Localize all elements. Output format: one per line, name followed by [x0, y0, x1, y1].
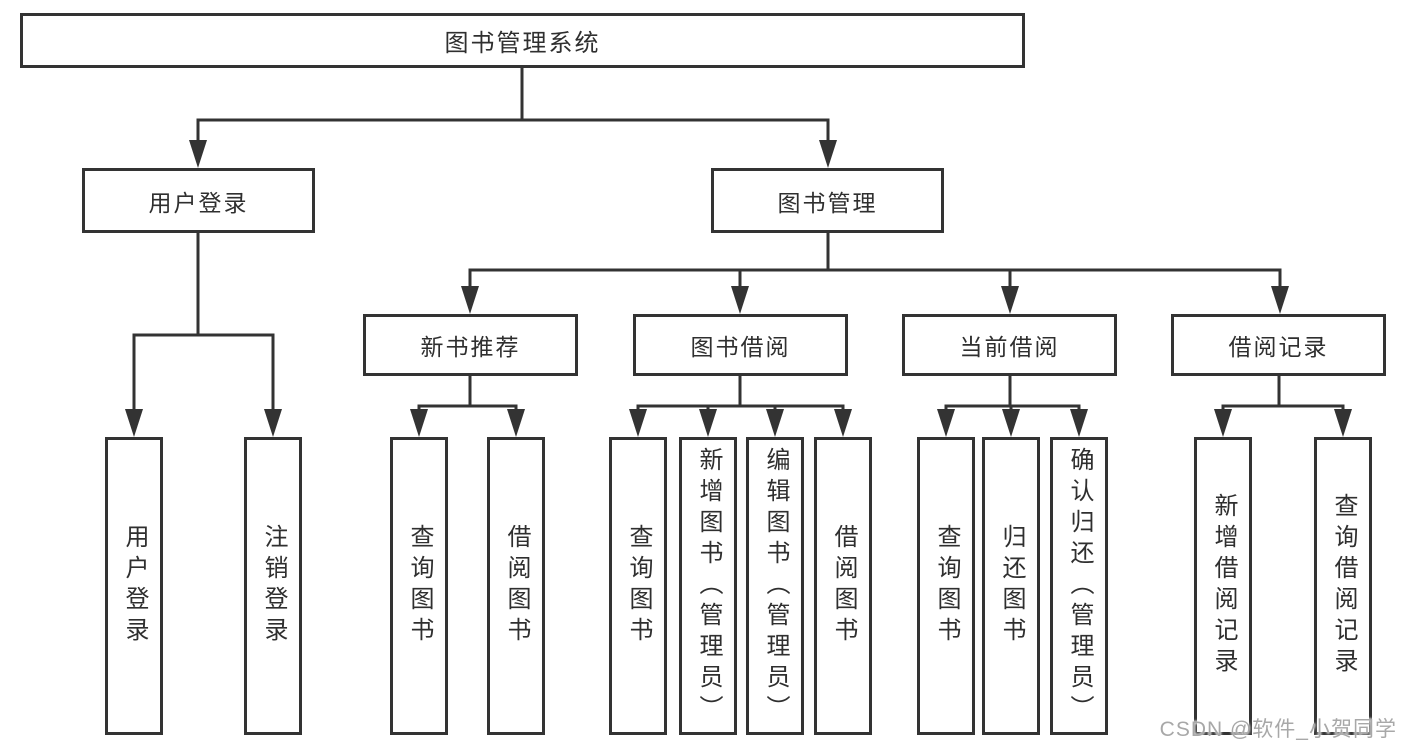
csdn-watermark: CSDN @软件_小贺同学 — [1159, 718, 1397, 741]
arrow-down-icon — [1214, 409, 1232, 437]
node-leaf-query-books-3: 查询图书 — [917, 437, 975, 735]
node-leaf-add-borrow-record: 新增借阅记录 — [1194, 437, 1252, 735]
node-leaf-query-borrow-record: 查询借阅记录 — [1314, 437, 1372, 735]
node-leaf-query-books-2: 查询图书 — [609, 437, 667, 735]
arrow-down-icon — [937, 409, 955, 437]
node-leaf-confirm-return-admin: 确认归还（管理员） — [1050, 437, 1108, 735]
arrow-down-icon — [834, 409, 852, 437]
connector-book-management-sections — [461, 231, 1289, 314]
leaf-label: 归还图书 — [998, 524, 1025, 648]
arrow-down-icon — [819, 140, 837, 168]
node-leaf-borrow-books-1: 借阅图书 — [487, 437, 545, 735]
leaf-label: 查询借阅记录 — [1330, 493, 1357, 679]
node-user-login-branch: 用户登录 — [82, 168, 315, 233]
node-leaf-user-login: 用户登录 — [105, 437, 163, 735]
arrow-down-icon — [461, 286, 479, 314]
arrow-down-icon — [699, 409, 717, 437]
leaf-label: 查询图书 — [406, 524, 433, 648]
node-leaf-query-books-1: 查询图书 — [390, 437, 448, 735]
arrow-down-icon — [507, 409, 525, 437]
leaf-label: 用户登录 — [121, 524, 148, 648]
leaf-label: 确认归还（管理员） — [1066, 446, 1093, 726]
arrow-down-icon — [629, 409, 647, 437]
leaf-label: 新增借阅记录 — [1210, 493, 1237, 679]
node-leaf-edit-book-admin: 编辑图书（管理员） — [746, 437, 804, 735]
leaf-label: 注销登录 — [260, 524, 287, 648]
leaf-label: 编辑图书（管理员） — [762, 446, 789, 726]
arrow-down-icon — [1271, 286, 1289, 314]
arrow-down-icon — [1334, 409, 1352, 437]
leaf-label: 新增图书（管理员） — [695, 446, 722, 726]
node-leaf-borrow-books-2: 借阅图书 — [814, 437, 872, 735]
node-borrowing-records: 借阅记录 — [1171, 314, 1386, 376]
arrow-down-icon — [1001, 286, 1019, 314]
connector-new-book-children — [410, 374, 525, 437]
node-leaf-logout: 注销登录 — [244, 437, 302, 735]
node-new-book-recommend: 新书推荐 — [363, 314, 578, 376]
leaf-label: 借阅图书 — [830, 524, 857, 648]
leaf-label: 查询图书 — [933, 524, 960, 648]
node-current-borrowing: 当前借阅 — [902, 314, 1117, 376]
connector-root-to-branches — [189, 66, 837, 168]
arrow-down-icon — [731, 286, 749, 314]
connector-borrow-records-children — [1214, 374, 1352, 437]
connector-user-login-children — [125, 231, 282, 437]
arrow-down-icon — [766, 409, 784, 437]
arrow-down-icon — [125, 409, 143, 437]
connector-book-borrow-children — [629, 374, 852, 437]
arrow-down-icon — [1002, 409, 1020, 437]
leaf-label: 借阅图书 — [503, 524, 530, 648]
node-book-management-branch: 图书管理 — [711, 168, 944, 233]
node-leaf-add-book-admin: 新增图书（管理员） — [679, 437, 737, 735]
node-leaf-return-book: 归还图书 — [982, 437, 1040, 735]
node-book-borrowing: 图书借阅 — [633, 314, 848, 376]
arrow-down-icon — [410, 409, 428, 437]
arrow-down-icon — [189, 140, 207, 168]
arrow-down-icon — [1070, 409, 1088, 437]
connector-current-borrow-children — [937, 374, 1088, 437]
node-root: 图书管理系统 — [20, 13, 1025, 68]
arrow-down-icon — [264, 409, 282, 437]
leaf-label: 查询图书 — [625, 524, 652, 648]
